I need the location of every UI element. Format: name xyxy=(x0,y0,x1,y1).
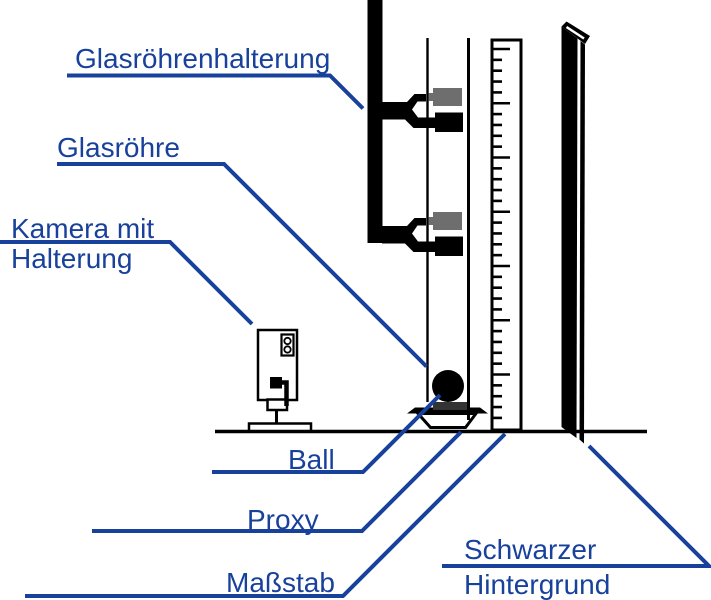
label-massstab: Maßstab xyxy=(226,567,335,598)
label-hintergrund-line1: Schwarzer xyxy=(464,534,597,565)
ruler xyxy=(490,38,523,432)
leader-line-ball xyxy=(212,393,442,474)
camera-lens-ring-top xyxy=(283,336,292,346)
clamp-upper xyxy=(382,88,463,132)
camera-mount-bracket xyxy=(266,398,289,412)
proxy-pedestal xyxy=(433,402,467,410)
ball xyxy=(432,370,464,402)
label-glasroehre: Glasröhre xyxy=(57,132,180,163)
label-ball: Ball xyxy=(288,444,335,475)
camera-lens-ring-bottom xyxy=(283,345,292,354)
panel-side-edge xyxy=(579,41,585,444)
leader-line-hintergrund xyxy=(442,444,711,568)
label-kamera-line2: Halterung xyxy=(11,243,133,274)
black-background-panel xyxy=(561,21,590,444)
clamp-lower xyxy=(382,212,463,256)
leader-line-glasroehre xyxy=(57,162,428,368)
camera-with-mount xyxy=(247,328,313,433)
label-kamera-line1: Kamera mit xyxy=(11,213,155,244)
camera-connector-block xyxy=(270,377,282,389)
panel-front-face xyxy=(561,26,578,438)
leader-line-glasroehrenhalterung xyxy=(67,73,365,110)
leader-line-kamera xyxy=(0,240,254,326)
leader-line-proxy xyxy=(92,430,463,533)
label-glasroehrenhalterung: Glasröhrenhalterung xyxy=(75,43,331,74)
label-proxy: Proxy xyxy=(247,504,319,535)
glass-tube xyxy=(426,38,470,420)
camera-connector-arm xyxy=(282,380,289,406)
leader-line-massstab xyxy=(25,432,507,598)
label-hintergrund-line2: Hintergrund xyxy=(464,569,611,600)
ruler-ticks xyxy=(493,47,510,420)
stand-rod xyxy=(367,0,383,243)
